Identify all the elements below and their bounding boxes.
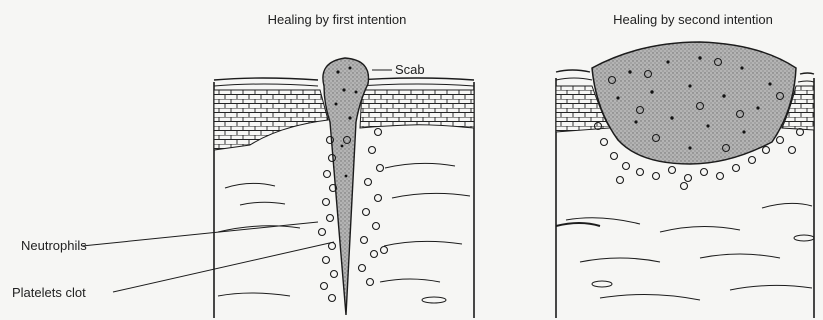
right-panel [556,42,814,318]
wound-granulation-tissue [592,42,796,164]
left-panel-title: Healing by first intention [268,12,407,27]
platelets-clot-label: Platelets clot [12,285,86,300]
right-panel-title: Healing by second intention [613,12,773,27]
left-epidermis-right [360,90,474,128]
neutrophils-label: Neutrophils [21,238,87,253]
scab-label: Scab [395,62,425,77]
left-epidermis-left [214,90,328,150]
left-panel [82,58,474,318]
